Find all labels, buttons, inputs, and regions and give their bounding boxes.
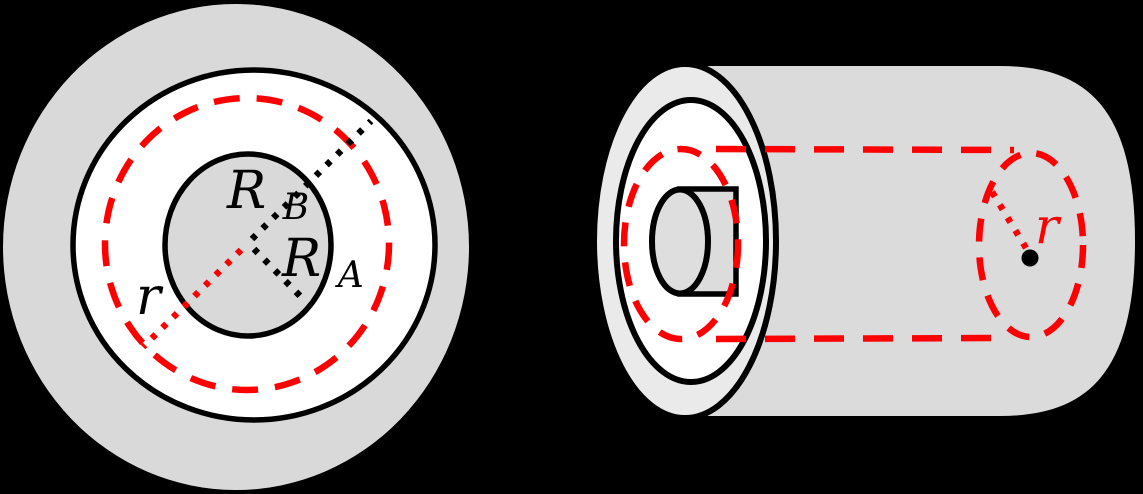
label-r-3d: r bbox=[1035, 197, 1062, 255]
label-rb-subscript: B bbox=[282, 187, 309, 228]
radius-rb-dotted-line bbox=[249, 118, 374, 242]
axis-point-dot bbox=[1021, 249, 1039, 267]
label-ra: R A bbox=[281, 229, 364, 296]
label-r-cross-section: r bbox=[136, 267, 164, 327]
radius-ra-dotted-line bbox=[251, 246, 308, 304]
cylinder-3d-view: r bbox=[591, 61, 1140, 421]
label-rb-base: R bbox=[226, 161, 266, 221]
cylinder-body bbox=[683, 62, 1140, 420]
cross-section-view: R B R A r bbox=[3, 4, 469, 490]
amperian-loop-dashed-circle bbox=[101, 94, 393, 394]
amperian-loop-top-dashed-line bbox=[715, 145, 1015, 154]
label-rb: R B bbox=[226, 161, 309, 228]
inner-conductor-face bbox=[649, 186, 711, 297]
amperian-loop-interior-ellipse bbox=[975, 149, 1087, 341]
amperian-loop-front-ellipse bbox=[620, 145, 742, 343]
label-ra-subscript: A bbox=[335, 255, 364, 296]
inner-conductor-circle bbox=[162, 151, 334, 339]
label-ra-base: R bbox=[281, 229, 321, 289]
